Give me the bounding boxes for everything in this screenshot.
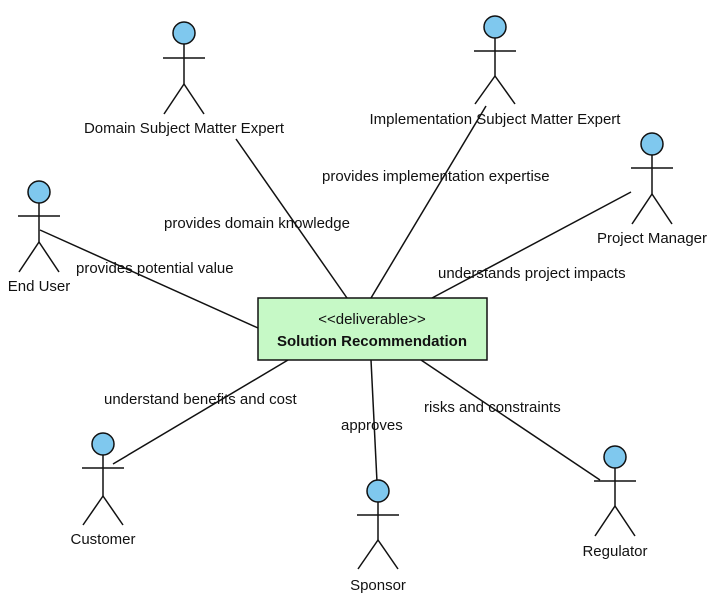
association-line-end-user [39,229,259,329]
actor-left-leg [82,495,104,526]
association-label-sponsor: approves [341,417,403,434]
actor-impl-sme[interactable] [474,15,516,105]
actor-sponsor[interactable] [357,479,399,570]
actor-label-domain-sme: Domain Subject Matter Expert [84,120,285,137]
actor-left-leg [631,193,653,225]
actor-customer[interactable] [82,432,124,526]
association-line-sponsor [370,359,378,483]
actor-label-sponsor: Sponsor [350,577,406,594]
actor-left-leg [474,75,496,105]
association-label-end-user: provides potential value [76,260,234,277]
actor-project-manager[interactable] [631,132,673,225]
actor-left-leg [163,83,185,115]
actor-right-leg [494,75,516,105]
association-line-project-manager [431,191,632,299]
association-label-project-manager: understands project impacts [438,265,626,282]
association-line-customer [112,359,289,465]
association-line-domain-sme [235,138,348,299]
association-label-regulator: risks and constraints [424,399,561,416]
actor-right-leg [183,83,205,115]
association-label-impl-sme: provides implementation expertise [322,168,550,185]
actor-head [640,132,664,156]
actor-head [366,479,390,503]
association-label-domain-sme: provides domain knowledge [164,215,350,232]
actor-label-regulator: Regulator [582,543,647,560]
actor-left-leg [18,241,40,273]
actor-regulator[interactable] [594,445,636,537]
deliverable-rect [257,297,488,361]
actor-right-leg [651,193,673,225]
association-line-impl-sme [370,105,487,299]
actor-end-user[interactable] [18,180,60,273]
actor-left-leg [357,539,379,570]
actor-head [603,445,627,469]
actor-head [172,21,196,45]
actor-right-leg [102,495,124,526]
actor-right-leg [614,505,636,537]
actor-label-impl-sme: Implementation Subject Matter Expert [370,111,622,128]
deliverable-stereotype: <<deliverable>> [318,311,426,328]
actor-right-leg [38,241,60,273]
deliverable-box[interactable]: <<deliverable>> Solution Recommendation [257,297,488,361]
actor-head [91,432,115,456]
association-line-regulator [420,359,601,481]
association-label-customer: understand benefits and cost [104,391,297,408]
actor-head [27,180,51,204]
actor-domain-sme[interactable] [163,21,205,115]
actor-label-project-manager: Project Manager [597,230,707,247]
actor-head [483,15,507,39]
deliverable-name: Solution Recommendation [277,333,467,350]
actor-left-leg [594,505,616,537]
actor-right-leg [377,539,399,570]
actor-label-customer: Customer [70,531,135,548]
actor-label-end-user: End User [8,278,71,295]
